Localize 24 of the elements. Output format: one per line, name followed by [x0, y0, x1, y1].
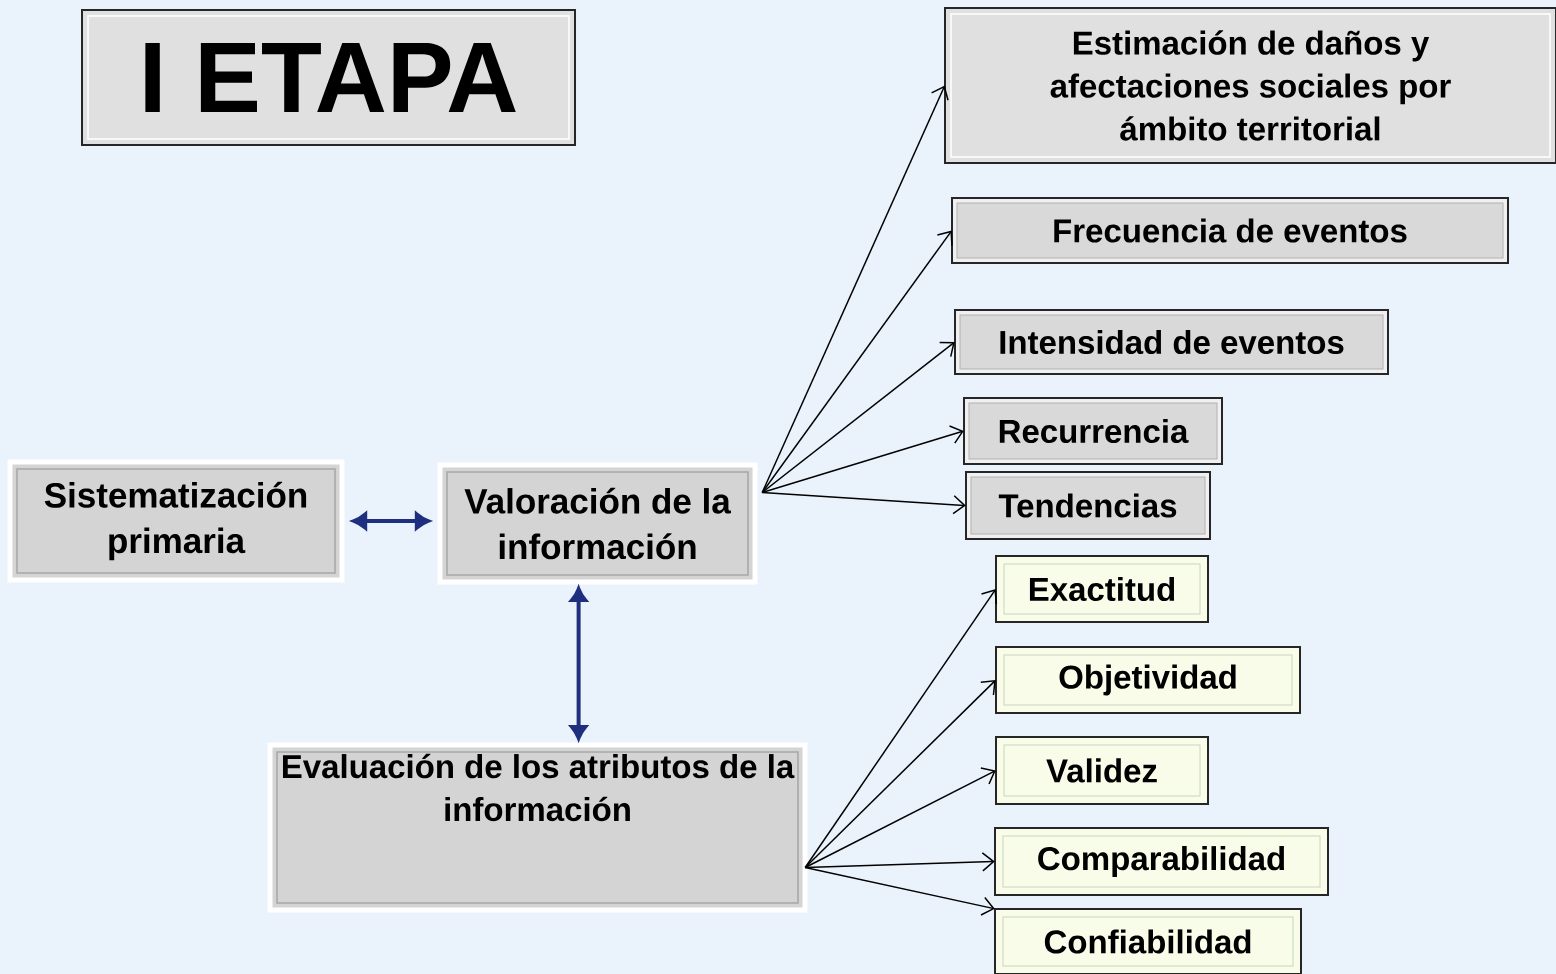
process-box: Evaluación de los atributos de la información	[267, 742, 808, 913]
attribute-box: Validez	[995, 736, 1209, 805]
arrow	[804, 680, 996, 869]
arrow	[761, 491, 966, 515]
double-arrow	[570, 586, 588, 741]
result-box: Frecuencia de eventos	[951, 197, 1509, 264]
result-box: Intensidad de eventos	[954, 309, 1389, 375]
arrow	[804, 866, 995, 916]
attribute-box: Confiabilidad	[994, 908, 1302, 974]
arrow	[761, 85, 949, 494]
arrow	[804, 767, 996, 869]
result-box: Tendencias	[965, 471, 1211, 540]
process-box: Sistematización primaria	[7, 459, 345, 583]
result-box: Recurrencia	[963, 397, 1223, 465]
arrow	[761, 230, 953, 494]
double-arrow	[352, 512, 430, 530]
title-box: I ETAPA	[81, 9, 576, 146]
process-box: Valoración de la información	[437, 462, 758, 585]
result-box: Estimación de daños y afectaciones sociales por ámbito territorial	[944, 7, 1556, 164]
attribute-box: Comparabilidad	[994, 827, 1329, 896]
arrow	[761, 341, 955, 494]
attribute-box: Exactitud	[995, 555, 1209, 623]
arrow	[761, 425, 964, 494]
attribute-box: Objetividad	[995, 646, 1301, 714]
